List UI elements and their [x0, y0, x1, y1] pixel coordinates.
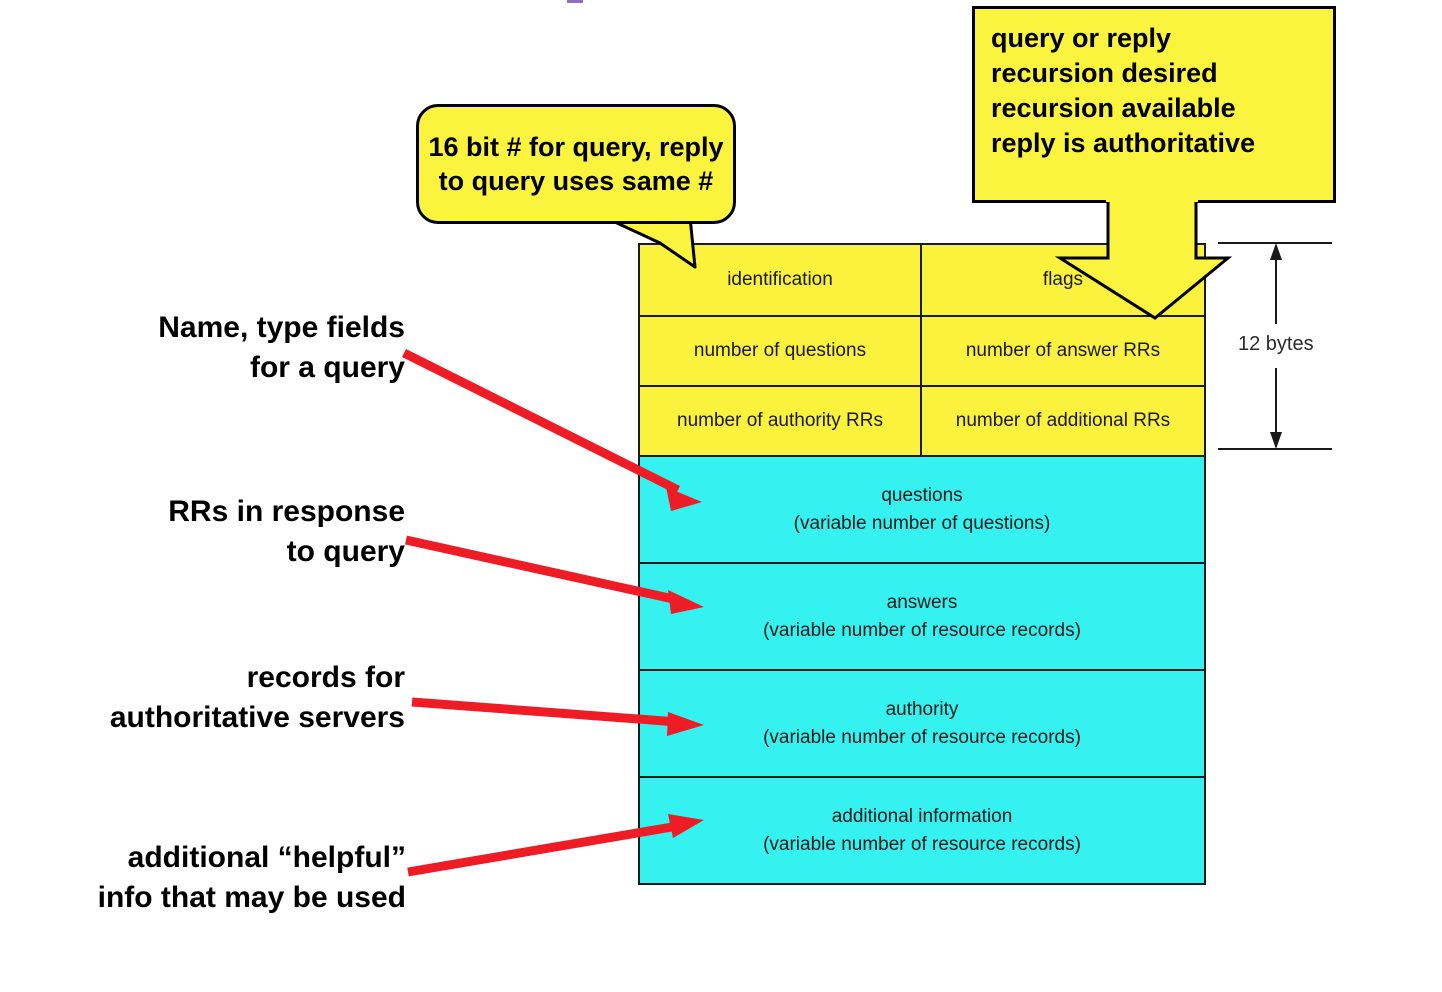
- annotation-records-for-authoritative-servers: records for authoritative servers: [109, 661, 405, 734]
- table-row: number of authority RRs number of additi…: [640, 385, 1204, 455]
- identification-callout: 16 bit # for query, reply to query uses …: [416, 104, 736, 224]
- section-answers-name: answers: [886, 591, 958, 613]
- table-row: questions (variable number of questions): [640, 455, 1204, 562]
- flags-callout-arrow-icon: [1054, 196, 1233, 320]
- section-questions: questions (variable number of questions): [640, 457, 1204, 562]
- annotation-rrs-in-response: RRs in response to query: [168, 495, 405, 568]
- section-questions-detail: (variable number of questions): [793, 512, 1051, 534]
- section-authority-name: authority: [885, 698, 959, 720]
- arrow-to-answers: [405, 535, 679, 605]
- field-number-of-questions: number of questions: [640, 317, 922, 385]
- flags-callout: query or reply recursion desired recursi…: [972, 6, 1336, 203]
- section-authority: authority (variable number of resource r…: [640, 671, 1204, 776]
- arrow-to-authority: [411, 697, 679, 727]
- section-additional-information: additional information (variable number …: [640, 778, 1204, 883]
- dns-message-table: identification flags number of questions…: [638, 243, 1206, 885]
- table-row: additional information (variable number …: [640, 776, 1204, 883]
- flags-callout-line-1: query or reply: [991, 23, 1172, 53]
- cropped-title-fragment: [567, 0, 583, 3]
- flags-callout-line-2: recursion desired: [991, 58, 1218, 89]
- field-number-of-additional-rrs: number of additional RRs: [922, 387, 1204, 455]
- arrow-to-questions: [401, 348, 681, 495]
- arrow-to-additional-information: [407, 821, 679, 877]
- header-size-dimension-icon: [1218, 242, 1332, 450]
- flags-callout-line-4: reply is authoritative: [991, 128, 1256, 159]
- section-additional-information-name: additional information: [831, 805, 1013, 827]
- section-answers: answers (variable number of resource rec…: [640, 564, 1204, 669]
- header-size-label: 12 bytes: [1238, 333, 1314, 355]
- table-row: number of questions number of answer RRs: [640, 315, 1204, 385]
- field-number-of-answer-rrs: number of answer RRs: [922, 317, 1204, 385]
- section-additional-information-detail: (variable number of resource records): [763, 833, 1081, 855]
- section-answers-detail: (variable number of resource records): [763, 619, 1081, 641]
- field-number-of-authority-rrs: number of authority RRs: [640, 387, 922, 455]
- table-row: authority (variable number of resource r…: [640, 669, 1204, 776]
- section-authority-detail: (variable number of resource records): [763, 726, 1081, 748]
- flags-callout-line-3: recursion available: [991, 93, 1236, 124]
- annotation-name-type-fields: Name, type fields for a query: [158, 311, 405, 384]
- annotation-additional-helpful-info: additional “helpful” info that may be us…: [97, 841, 406, 914]
- table-row: answers (variable number of resource rec…: [640, 562, 1204, 669]
- section-questions-name: questions: [881, 484, 963, 506]
